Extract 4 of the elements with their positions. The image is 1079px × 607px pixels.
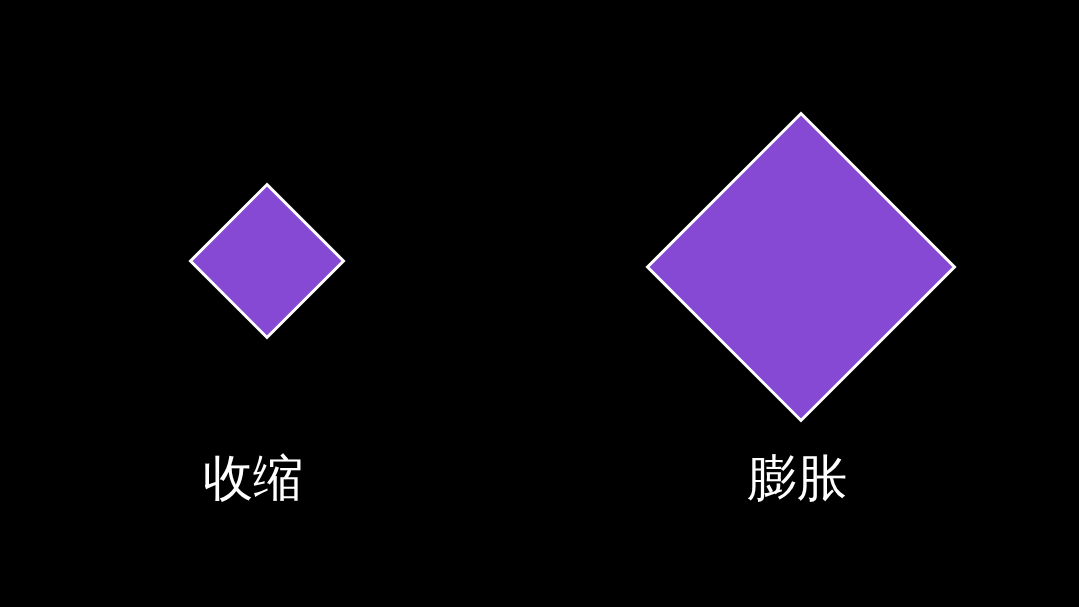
caption-text: 收缩 [203, 448, 303, 508]
caption-text: 膨胀 [747, 448, 847, 508]
diamond-shape [646, 112, 956, 422]
diamond-shape [189, 183, 345, 339]
